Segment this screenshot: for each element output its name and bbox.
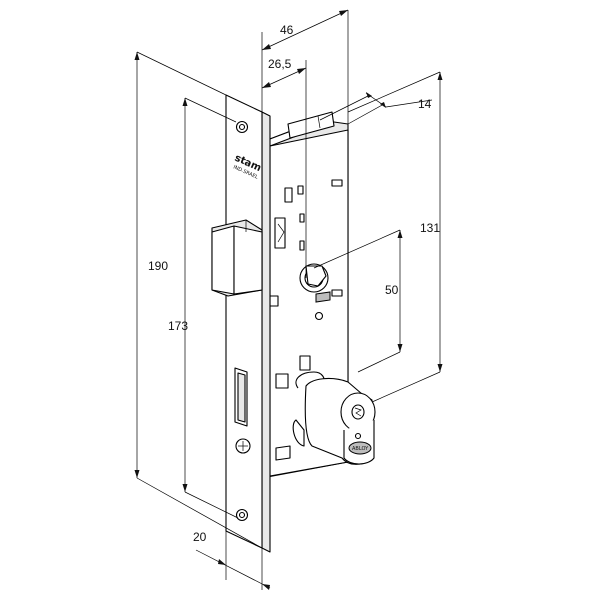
- dimension-label-173: 173: [168, 319, 188, 333]
- latch-bolt: [211, 219, 263, 297]
- case-slot: [269, 295, 279, 307]
- dimension-label-131: 131: [420, 221, 440, 235]
- cylinder-badge: [348, 441, 372, 455]
- cylinder-brand-label: ABLOY: [352, 446, 369, 452]
- case-slot: [297, 185, 304, 195]
- case-slot: [299, 240, 305, 251]
- dimension-label-14: 14: [418, 97, 432, 111]
- dimension-label-50: 50: [385, 283, 399, 297]
- dimension-lines: [134, 9, 443, 590]
- cylinder-collar: [292, 419, 305, 447]
- case-slot: [275, 373, 289, 389]
- faceplate-edge: [261, 111, 271, 553]
- case-slot: [331, 179, 343, 187]
- case-slot: [299, 213, 305, 223]
- case-rivet: [314, 311, 324, 321]
- faceplate: stam IND.SRAEL: [211, 94, 271, 553]
- cylinder-pin: [354, 432, 362, 440]
- dimension-label-20: 20: [193, 530, 207, 544]
- case-slot: [331, 289, 343, 297]
- dimension-label-46: 46: [280, 23, 294, 37]
- latch-mechanism-window: [274, 217, 286, 249]
- case-slot: [275, 445, 291, 461]
- euro-cylinder: ABLOY: [292, 371, 376, 465]
- dimension-labels: 190 173 46 26,5 14 131 50 20: [148, 23, 440, 544]
- faceplate-cross-screw: [235, 438, 251, 454]
- case-slot: [284, 187, 293, 203]
- follower-hub: [299, 263, 331, 321]
- dimension-label-26-5: 26,5: [268, 57, 292, 71]
- case-slot: [299, 355, 311, 371]
- dimension-label-190: 190: [148, 259, 168, 273]
